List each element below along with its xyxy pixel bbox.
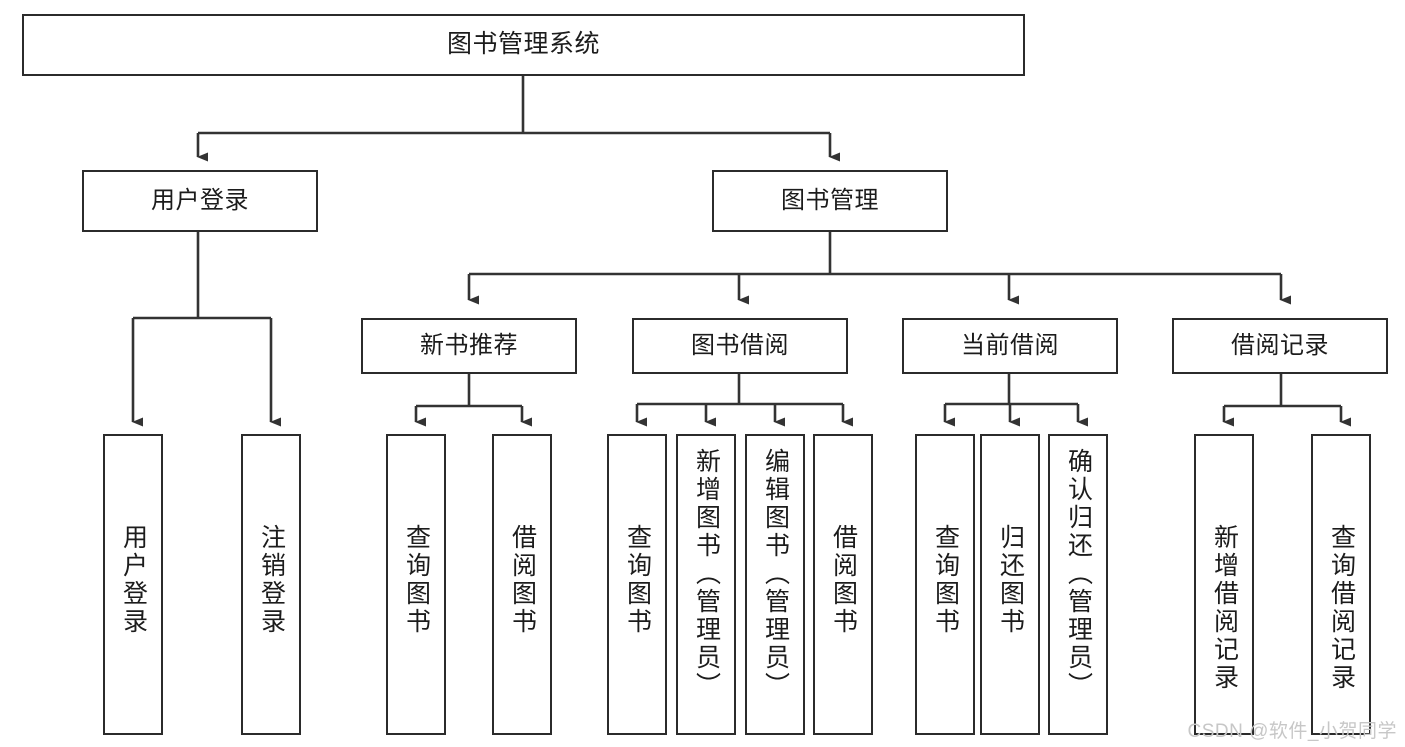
node-label: 借阅记录 [1231,331,1329,359]
node-label: 借阅图书 [508,524,537,636]
node-leaf-edit-book[interactable]: 编辑图书（管理员） [745,434,805,735]
node-label: 确认归还（管理员） [1064,448,1093,700]
node-leaf-add-book[interactable]: 新增图书（管理员） [676,434,736,735]
node-new-book-recommend[interactable]: 新书推荐 [361,318,577,374]
watermark-text: CSDN @软件_小贺同学 [1187,721,1397,742]
node-label: 借阅图书 [829,524,858,636]
node-leaf-user-login[interactable]: 用户登录 [103,434,163,735]
node-label: 编辑图书（管理员） [761,448,790,700]
node-current-borrow[interactable]: 当前借阅 [902,318,1118,374]
node-leaf-query-book-2[interactable]: 查询图书 [607,434,667,735]
node-root-book-management-system[interactable]: 图书管理系统 [22,14,1025,76]
node-user-login[interactable]: 用户登录 [82,170,318,232]
node-label: 查询图书 [402,524,431,636]
node-label: 图书借阅 [691,331,789,359]
node-leaf-return-book[interactable]: 归还图书 [980,434,1040,735]
node-label: 查询借阅记录 [1327,524,1356,692]
node-leaf-confirm-return[interactable]: 确认归还（管理员） [1048,434,1108,735]
node-label: 用户登录 [151,186,249,214]
node-label: 归还图书 [996,524,1025,636]
node-leaf-borrow-book-1[interactable]: 借阅图书 [492,434,552,735]
node-label: 注销登录 [257,524,286,636]
node-book-borrow[interactable]: 图书借阅 [632,318,848,374]
node-label: 新增图书（管理员） [692,448,721,700]
node-leaf-borrow-book-2[interactable]: 借阅图书 [813,434,873,735]
node-label: 新增借阅记录 [1210,524,1239,692]
node-book-management[interactable]: 图书管理 [712,170,948,232]
node-label: 查询图书 [931,524,960,636]
node-leaf-logout-login[interactable]: 注销登录 [241,434,301,735]
node-leaf-query-book-1[interactable]: 查询图书 [386,434,446,735]
node-leaf-query-record[interactable]: 查询借阅记录 [1311,434,1371,735]
node-label: 当前借阅 [961,331,1059,359]
node-label: 用户登录 [119,524,148,636]
node-borrow-record[interactable]: 借阅记录 [1172,318,1388,374]
node-label: 图书管理 [781,186,879,214]
node-label: 图书管理系统 [446,30,600,59]
node-leaf-query-book-3[interactable]: 查询图书 [915,434,975,735]
node-label: 新书推荐 [420,331,518,359]
node-label: 查询图书 [623,524,652,636]
node-leaf-add-record[interactable]: 新增借阅记录 [1194,434,1254,735]
